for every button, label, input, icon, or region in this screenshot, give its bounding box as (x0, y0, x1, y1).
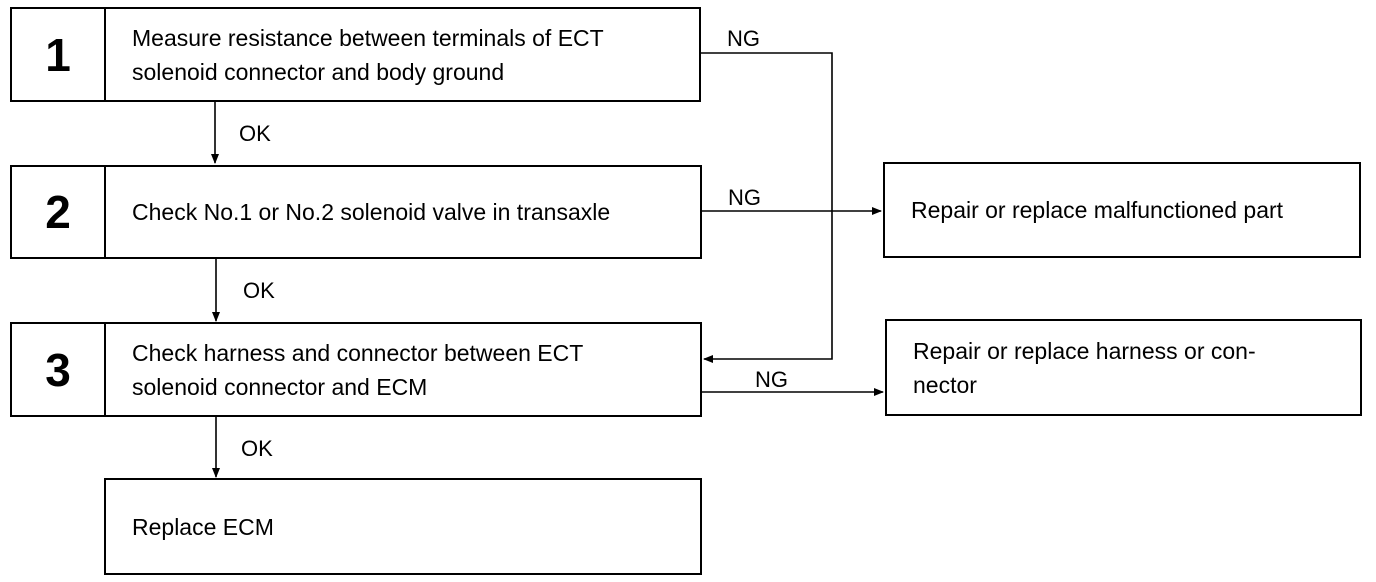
step-2-number: 2 (12, 167, 106, 257)
ng-label-1: NG (727, 26, 760, 51)
replace-ecm-box: Replace ECM (104, 478, 702, 575)
repair-harness-box: Repair or replace harness or con- nector (885, 319, 1362, 416)
repair-part-text: Repair or replace malfunctioned part (911, 197, 1284, 223)
step-1-text: Measure resistance between terminals of … (132, 24, 604, 85)
ng-label-2: NG (728, 185, 761, 210)
ng-label-3: NG (755, 367, 788, 392)
step-3-text: Check harness and connector between ECT … (132, 339, 584, 400)
ng-arrow-1-to-3 (700, 52, 833, 363)
step-2-text: Check No.1 or No.2 solenoid valve in tra… (132, 199, 611, 225)
ok-label-3: OK (241, 436, 273, 461)
step-1-box: 1 Measure resistance between terminals o… (10, 7, 701, 102)
repair-harness-text: Repair or replace harness or con- nector (913, 337, 1256, 398)
step-1-number: 1 (12, 9, 106, 100)
step-3-number: 3 (12, 324, 106, 415)
ok-label-1: OK (239, 121, 271, 146)
replace-ecm-text: Replace ECM (132, 513, 274, 540)
repair-part-box: Repair or replace malfunctioned part (883, 162, 1361, 258)
step-3-box: 3 Check harness and connector between EC… (10, 322, 702, 417)
ok-label-2: OK (243, 278, 275, 303)
step-2-box: 2 Check No.1 or No.2 solenoid valve in t… (10, 165, 702, 259)
